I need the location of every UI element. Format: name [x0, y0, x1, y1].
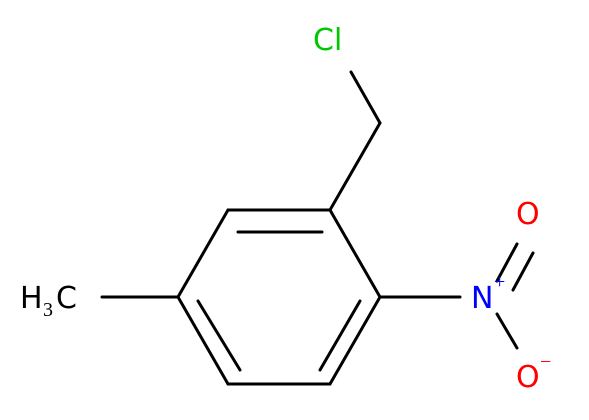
ring-bond-2	[176, 208, 230, 299]
chlorine-label: Cl	[313, 23, 342, 58]
n-o-double-bond-2	[511, 251, 535, 292]
oxygen-charge: −	[540, 351, 551, 373]
methyl-h-label: H	[20, 281, 43, 316]
ring-bond-6	[328, 208, 382, 299]
nitrogen-charge: +	[494, 271, 505, 293]
ring-double-bond-inner-3	[318, 299, 362, 372]
n-o-double-bond-1	[495, 242, 519, 283]
ring-double-bond-inner-2	[196, 299, 242, 372]
ring-bond-5	[328, 295, 382, 386]
oxygen-single-label: O	[516, 360, 540, 395]
bond-lines	[100, 70, 535, 386]
oxygen-double-label: O	[516, 197, 540, 232]
methyl-subscript: 3	[43, 299, 53, 321]
cl-bond	[349, 70, 382, 125]
methyl-c-label: C	[56, 281, 77, 316]
n-o-single-bond	[495, 312, 519, 350]
ring-bond-3	[176, 295, 230, 386]
ch2-bond	[328, 121, 382, 212]
nitrogen-label: N	[471, 281, 493, 316]
